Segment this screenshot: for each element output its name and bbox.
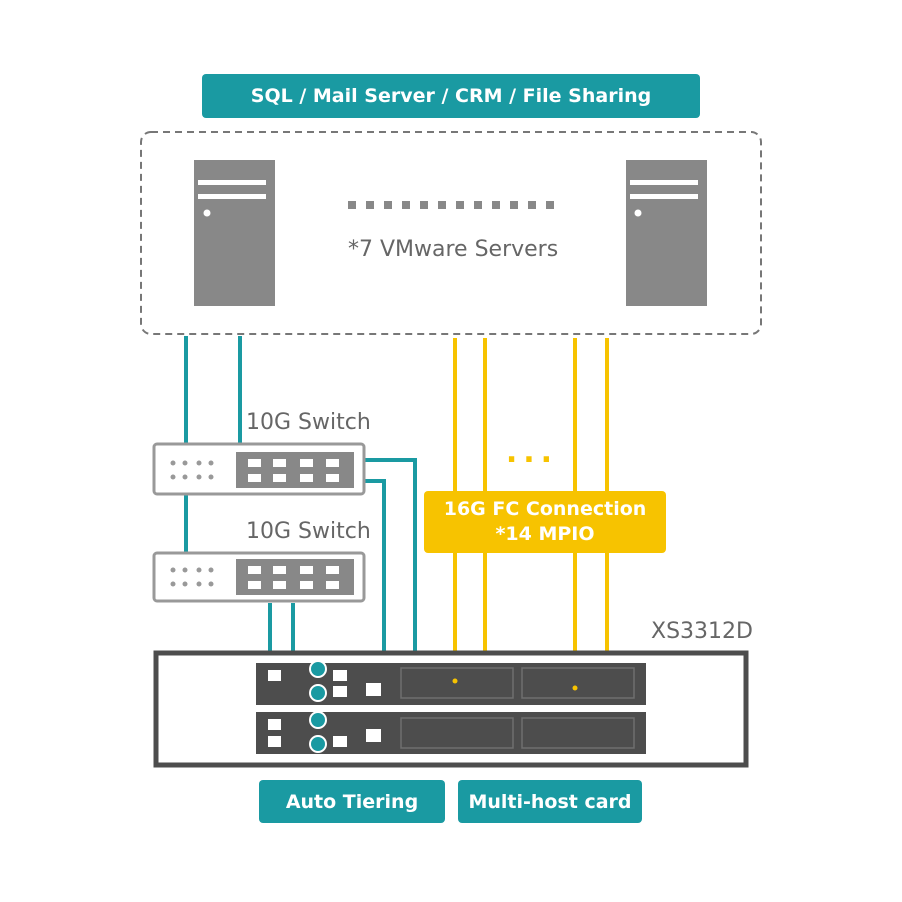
- feature-auto-tiering: Auto Tiering: [259, 780, 445, 823]
- teal-port-connectors: [309, 660, 327, 753]
- server-right-icon: [626, 160, 707, 306]
- server-group-frame: [140, 131, 762, 335]
- fc-connection-subtitle: *14 MPIO: [495, 523, 595, 545]
- fc-connection-title: 16G FC Connection: [443, 498, 647, 521]
- fc-connection-box: 16G FC Connection *14 MPIO: [424, 491, 666, 553]
- feature-multi-host-card-label: Multi-host card: [468, 790, 632, 813]
- workloads-header: SQL / Mail Server / CRM / File Sharing: [202, 74, 700, 118]
- fc-more-indicator: ...: [506, 435, 558, 470]
- servers-count-label: *7 VMware Servers: [348, 237, 559, 262]
- switch-1-label: 10G Switch: [246, 410, 371, 435]
- feature-multi-host-card: Multi-host card: [458, 780, 642, 823]
- storage-model-label: XS3312D: [651, 619, 753, 644]
- switch-1-icon: [152, 442, 366, 496]
- switch-2-icon: [152, 551, 366, 603]
- fc-port-2: [572, 685, 578, 691]
- switch-2-label: 10G Switch: [246, 519, 371, 544]
- server-left-icon: [194, 160, 275, 306]
- fc-port-1: [452, 678, 458, 684]
- feature-auto-tiering-label: Auto Tiering: [285, 790, 419, 813]
- workloads-header-label: SQL / Mail Server / CRM / File Sharing: [250, 85, 652, 107]
